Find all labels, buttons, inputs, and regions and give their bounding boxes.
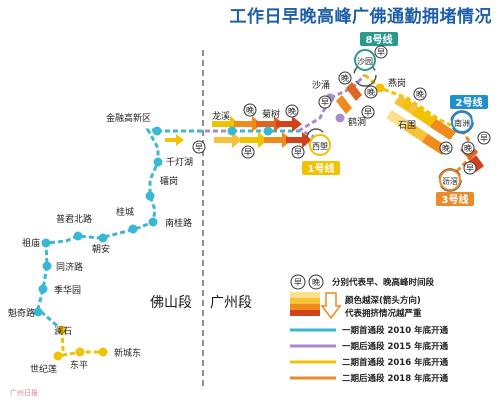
legend-phase-row-3: 二期首通段 2016 年底开通 [342,354,448,370]
line-8-segment [296,73,367,140]
svg-text:早: 早 [294,278,302,287]
station-label-jihuayuan: 季华园 [54,284,81,296]
svg-text:8号线: 8号线 [366,33,393,46]
guangzhou-segment-label: 广州段 [210,295,252,311]
badge-morning-hedong: 早 [361,105,375,119]
station-label-xinchengdong: 新城东 [114,347,141,359]
svg-text:3号线: 3号线 [442,193,469,206]
badge-morning-shayuan: 早 [374,45,388,59]
svg-text:西塱: 西塱 [312,141,328,151]
congestion-arrows-gz [165,116,312,148]
svg-text:早: 早 [364,108,372,117]
legend-congestion-row-2: 代表拥挤情况越严重 [345,305,422,321]
line-8-badge: 8号线 [360,32,398,46]
badge-evening-yangang: 晚 [413,87,427,101]
page-title: 工作日早晚高峰广佛通勤拥堵情况 [229,7,492,27]
legend-phase-2: 一期后通段 2015 年底开通 [342,342,449,352]
station-label-yangang: 燕岗 [388,77,406,89]
station-label-longxi: 龙溪 [212,110,230,122]
station-dots [33,83,412,361]
legend-congestion-text-2: 代表拥挤情况越严重 [345,309,422,319]
legend-phase-4: 二期后通段 2018 年底开通 [342,374,449,384]
station-label-lanshi: 澜石 [54,326,72,337]
legend-phase-1: 一期首通段 2010 年底开通 [342,326,449,336]
badge-evening-shachong: 晚 [338,71,352,85]
svg-text:1号线: 1号线 [308,162,335,175]
svg-text:晚: 晚 [442,143,450,153]
svg-text:晚: 晚 [312,277,320,287]
line-1-badge: 1号线 [302,161,340,175]
legend-phase-row-2: 一期后通段 2015 年底开通 [342,338,448,354]
svg-text:早: 早 [321,98,329,107]
station-label-leigang: 礌岗 [160,176,178,187]
svg-text:晚: 晚 [341,73,349,83]
line-guangfo-phase2-gz [364,73,463,132]
station-label-chaoan: 朝安 [92,243,110,255]
station-label-dongping: 东平 [70,359,88,371]
svg-text:晚: 晚 [367,87,375,97]
station-label-nanguilu: 南桂路 [165,217,192,229]
station-label-shijilian: 世纪莲 [30,363,57,375]
badge-evening-gz1: 晚 [243,103,257,117]
station-label-jushu: 菊树 [262,108,280,120]
legend-congestion-text-1: 颜色越深(箭头方向) [345,296,421,306]
station-xilang: 西塱 [309,134,331,156]
legend-badge-text: 分别代表早、晚高峰时间段 [332,278,435,288]
legend-phase-3: 二期首通段 2016 年底开通 [342,358,449,368]
foshan-segment-label: 佛山段 [150,295,192,311]
legend-congestion-row-1: 颜色越深(箭头方向) [345,292,421,308]
svg-text:早: 早 [294,148,302,157]
station-label-qiandenghu: 千灯湖 [166,157,193,168]
badge-evening-gz2: 晚 [285,104,299,118]
station-nanzhou: 南洲 [451,111,473,133]
svg-text:沙园: 沙园 [357,57,373,66]
station-lijiao: 沥滘 [439,169,461,191]
svg-text:晚: 晚 [416,89,424,99]
badge-morning-jinrong: 早 [192,140,206,154]
station-label-pujunbeilu: 普君北路 [56,213,92,225]
line-3-badge: 3号线 [436,192,474,206]
legend-badge-row: 分别代表早、晚高峰时间段 [332,274,434,290]
station-label-zumiao: 祖庙 [22,237,40,249]
svg-text:晚: 晚 [464,143,472,153]
svg-text:早: 早 [377,48,385,57]
legend-badge-pair: 早 晚 [290,274,324,290]
badge-evening-shayuan: 晚 [364,85,378,99]
svg-text:早: 早 [480,134,488,143]
badge-evening-nanzhou: 晚 [439,141,453,155]
svg-text:2号线: 2号线 [456,96,483,109]
badge-morning-nanzhou: 早 [477,131,491,145]
station-label-hedong: 鹤洞 [348,116,366,128]
legend-color-scale [290,292,342,320]
badge-morning-gz2: 早 [291,145,305,159]
watermark-logo: 广州日报 [10,388,38,397]
svg-text:沥滘: 沥滘 [442,177,458,186]
station-shayuan: 沙园 [354,49,376,71]
station-label-shachong: 沙涌 [312,80,330,91]
station-label-kuiqilu: 魁奇路 [8,307,35,319]
svg-text:南洲: 南洲 [454,118,470,128]
badge-morning-shachong: 早 [318,95,332,109]
svg-text:早: 早 [195,143,203,152]
badge-morning-gz1: 早 [241,145,255,159]
svg-text:早: 早 [466,164,474,173]
badge-evening-lijiao: 晚 [461,141,475,155]
badge-morning-lijiao: 早 [463,161,477,175]
legend-phase-row-4: 二期后通段 2018 年底开通 [342,370,448,386]
legend-line-swatches [290,328,336,380]
svg-text:晚: 晚 [288,106,296,116]
station-label-jinrong: 金融高新区 [106,112,151,124]
station-label-tongjilu: 同济路 [56,261,83,273]
line-2-badge: 2号线 [450,95,488,109]
legend-phase-row-1: 一期首通段 2010 年底开通 [342,322,448,338]
svg-text:早: 早 [244,148,252,157]
station-label-guicheng: 桂城 [116,206,134,218]
line-guangfo-phase1-foshan [36,128,160,332]
svg-text:晚: 晚 [246,105,254,115]
station-label-shiwei: 石围 [398,120,416,131]
